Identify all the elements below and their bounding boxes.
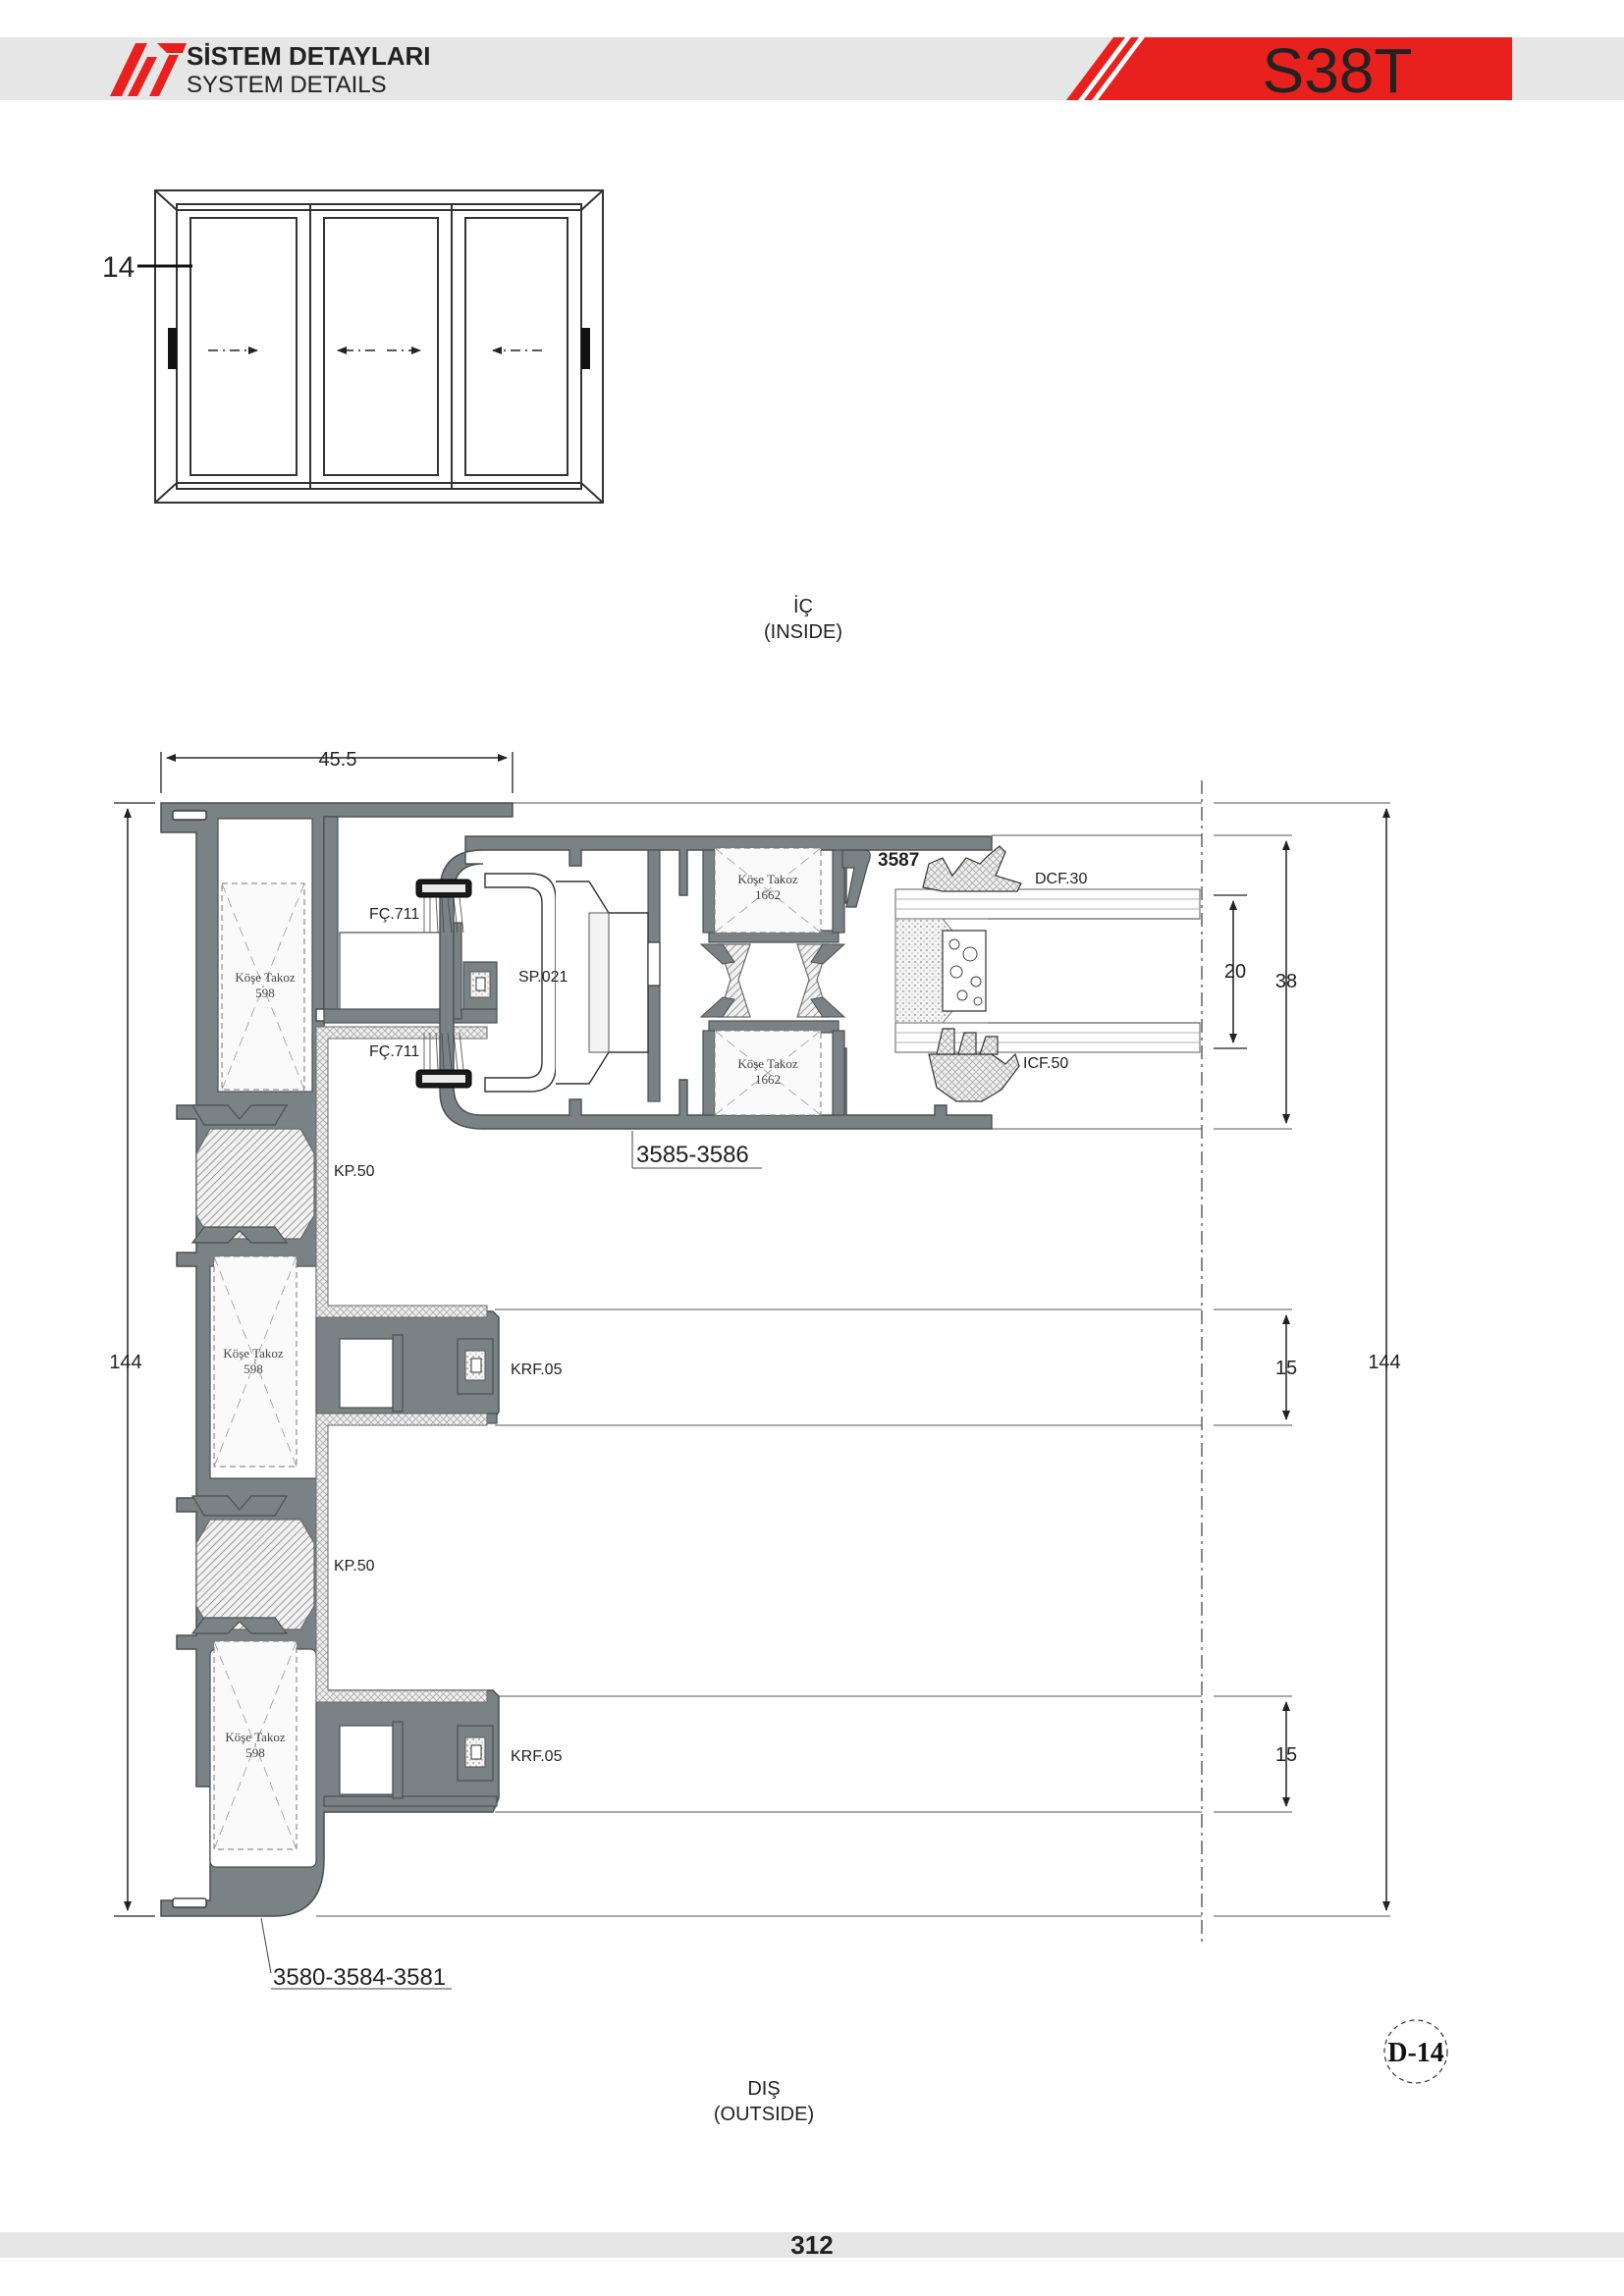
series-code: S38T bbox=[1263, 35, 1413, 106]
gasket-outer bbox=[922, 845, 1022, 892]
label-cover-2: KP.50 bbox=[334, 1558, 375, 1575]
dimension-lines bbox=[114, 752, 1390, 1917]
dim-frame-width: 45.5 bbox=[319, 749, 357, 771]
spacer-block bbox=[462, 961, 498, 1010]
brush-seal-top bbox=[415, 879, 472, 934]
thermal-break-clips bbox=[190, 1104, 289, 1634]
label-brush-top: FÇ.711 bbox=[369, 906, 419, 923]
label-frame-profiles: 3580-3584-3581 bbox=[273, 1964, 446, 1991]
window-elevation bbox=[154, 189, 604, 504]
outside-label-tr: DIŞ bbox=[747, 2078, 780, 2100]
label-gasket-outer: DCF.30 bbox=[1035, 871, 1087, 887]
sash-block-bottom-name: Köşe Takoz bbox=[737, 1056, 798, 1071]
corner-block-2-name: Köşe Takoz bbox=[223, 1346, 284, 1361]
label-spacer: SP.021 bbox=[518, 969, 568, 986]
dim-total-height-right: 144 bbox=[1368, 1352, 1400, 1373]
roller-guide-2 bbox=[457, 1725, 494, 1782]
section-marker-label: 14 bbox=[102, 251, 135, 284]
sash-corner-diagonals bbox=[714, 847, 822, 1116]
frame-corner-block-labels: Köşe Takoz 598 Köşe Takoz 598 Köşe Takoz… bbox=[223, 970, 296, 1760]
detail-id-badge bbox=[1383, 2019, 1448, 2084]
outside-label-en: (OUTSIDE) bbox=[714, 2104, 814, 2125]
corner-block-1-name: Köşe Takoz bbox=[235, 970, 296, 985]
part-labels: FÇ.711 FÇ.711 SP.021 DCF.30 ICF.50 KP.50… bbox=[334, 871, 1087, 1765]
label-sash-profiles: 3585-3586 bbox=[636, 1142, 749, 1168]
elevation-handles bbox=[168, 328, 590, 369]
frame-corner-diagonals bbox=[213, 882, 305, 1850]
dim-rail-1: 15 bbox=[1275, 1358, 1297, 1379]
label-roller-1: KRF.05 bbox=[511, 1362, 563, 1378]
label-leaders bbox=[260, 1131, 762, 1990]
label-brush-bottom: FÇ.711 bbox=[369, 1043, 419, 1060]
cover-strips bbox=[315, 1026, 488, 1703]
footer-band bbox=[0, 2232, 1624, 2258]
sash-clips bbox=[699, 943, 846, 1018]
series-badge bbox=[1066, 37, 1512, 100]
roller-guide-1 bbox=[457, 1338, 494, 1395]
sash-interlock bbox=[484, 873, 661, 1093]
header-title-en: SYSTEM DETAILS bbox=[187, 72, 387, 98]
header-title-tr: SİSTEM DETAYLARI bbox=[187, 41, 430, 71]
inside-label-en: (INSIDE) bbox=[764, 621, 842, 643]
brush-seal-bottom bbox=[415, 1032, 472, 1089]
detail-id: D-14 bbox=[1387, 2038, 1444, 2068]
gasket-inner bbox=[928, 1028, 1020, 1102]
brand-logo-icon bbox=[110, 43, 187, 96]
dimension-values: 45.5 144 144 20 38 15 15 bbox=[109, 749, 1400, 1766]
glass-unit bbox=[894, 888, 1201, 1053]
sash-corner-block-labels: Köşe Takoz 1662 Köşe Takoz 1662 bbox=[737, 872, 798, 1087]
dim-sash: 38 bbox=[1275, 971, 1297, 992]
thermal-break-bars bbox=[195, 1128, 315, 1630]
reference-lines bbox=[316, 802, 1390, 1917]
corner-block-3-code: 598 bbox=[245, 1745, 265, 1760]
frame-screw-plates bbox=[172, 810, 207, 1908]
label-sash-profile-code: 3587 bbox=[878, 850, 919, 871]
sash-block-top-name: Köşe Takoz bbox=[737, 872, 798, 886]
corner-block-2-code: 598 bbox=[244, 1362, 263, 1376]
dim-rail-2: 15 bbox=[1275, 1744, 1297, 1766]
corner-block-3-name: Köşe Takoz bbox=[225, 1730, 286, 1744]
sash-thermal-bars bbox=[718, 943, 830, 1018]
label-gasket-inner: ICF.50 bbox=[1023, 1055, 1068, 1072]
label-cover-1: KP.50 bbox=[334, 1163, 375, 1180]
corner-block-1-code: 598 bbox=[255, 986, 275, 1000]
inside-label-tr: İÇ bbox=[793, 595, 813, 617]
sash-block-bottom-code: 1662 bbox=[755, 1072, 781, 1087]
dim-glass: 20 bbox=[1224, 961, 1246, 983]
page-number: 312 bbox=[790, 2230, 833, 2260]
label-roller-2: KRF.05 bbox=[511, 1748, 563, 1765]
sash-block-top-code: 1662 bbox=[755, 887, 781, 902]
dim-total-height-left: 144 bbox=[109, 1352, 141, 1373]
glazing-bead bbox=[841, 849, 871, 908]
